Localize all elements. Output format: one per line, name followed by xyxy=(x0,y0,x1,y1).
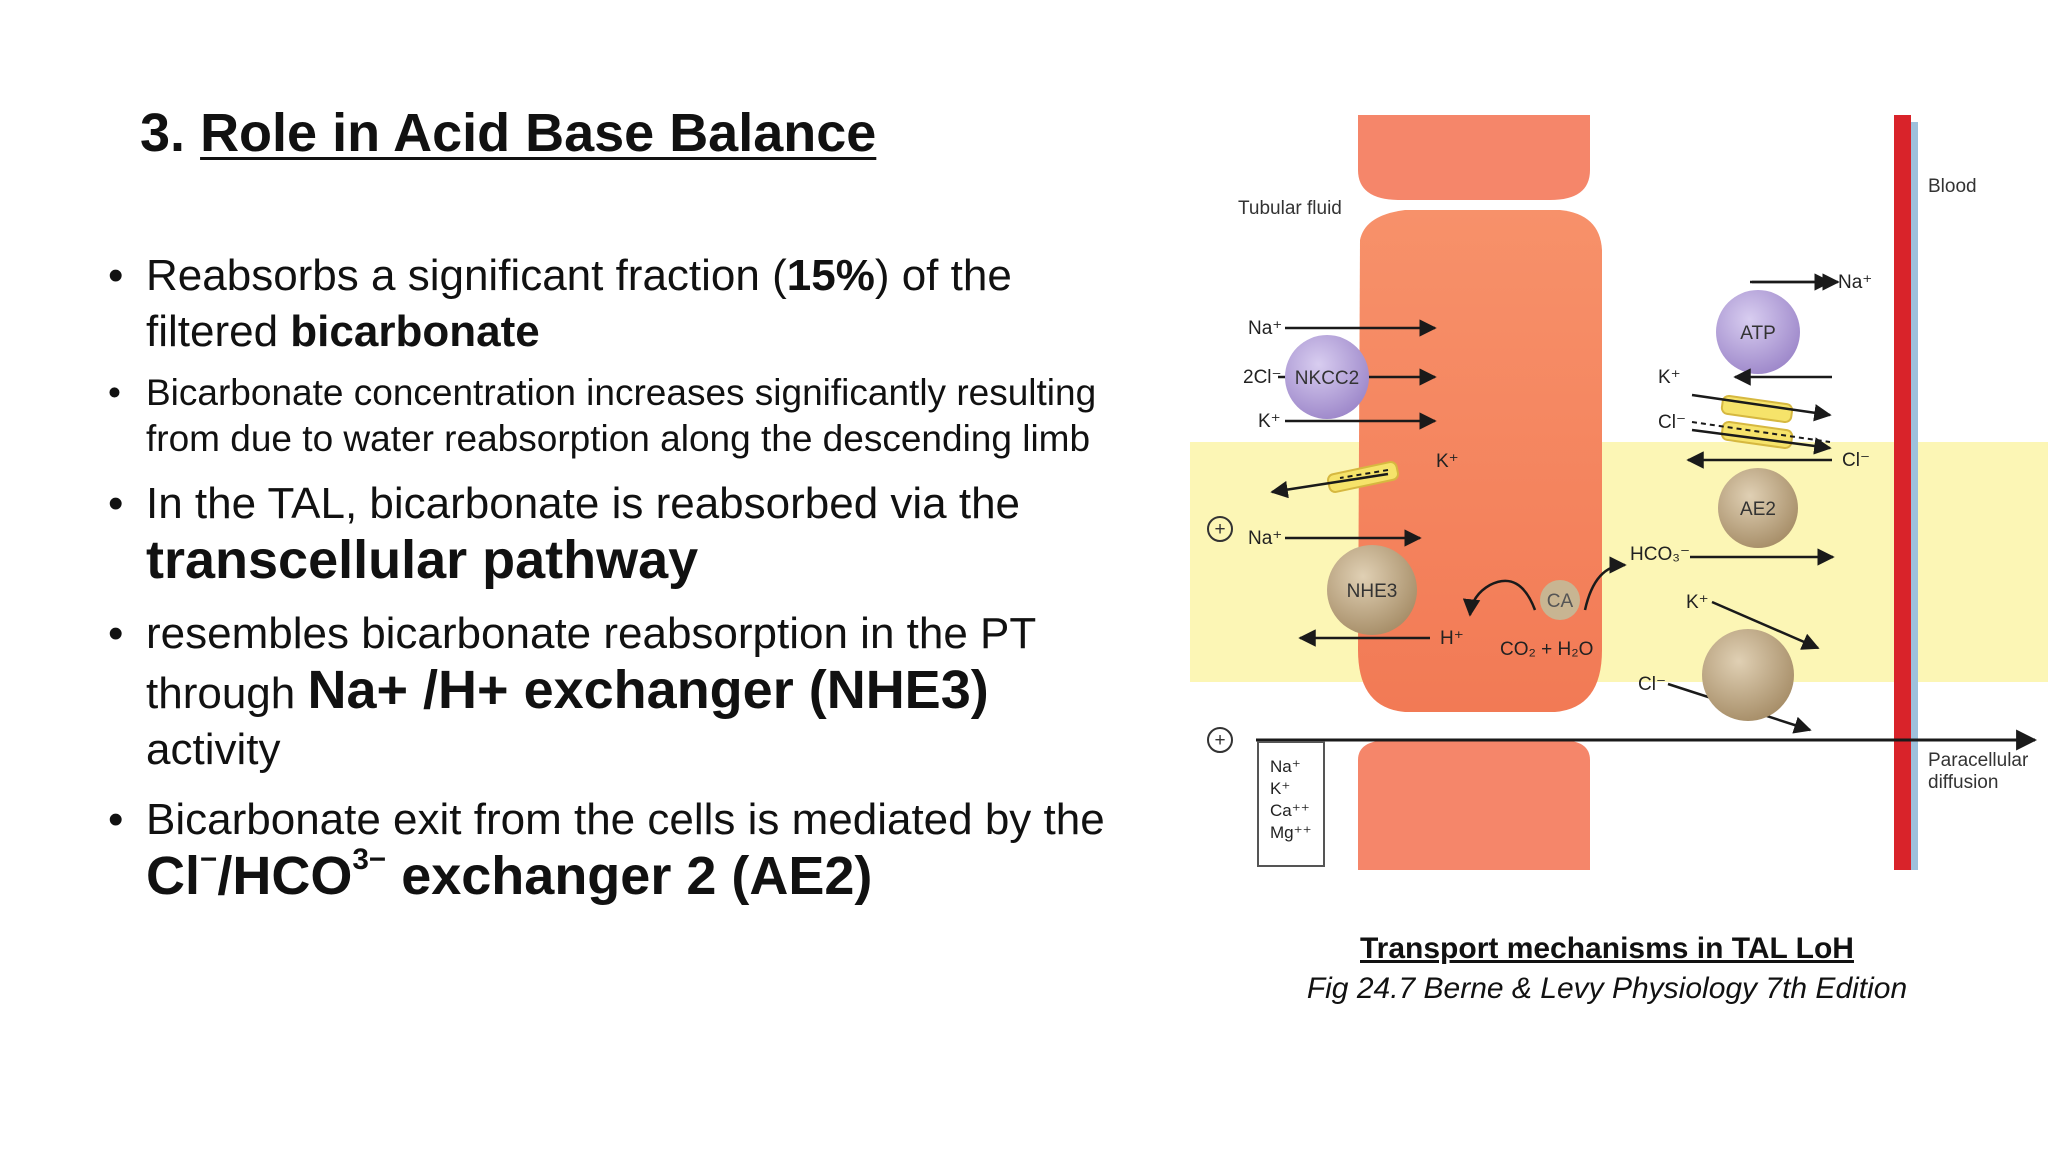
atp-label: ATP xyxy=(1740,323,1776,344)
bullet-item: • In the TAL, bicarbonate is reabsorbed … xyxy=(108,476,1118,592)
blood-vessel-edge xyxy=(1911,122,1918,870)
na-label-atp: Na⁺ xyxy=(1838,272,1872,293)
k-label-romk: K⁺ xyxy=(1436,451,1459,472)
co2-h2o-label: CO₂ + H₂O xyxy=(1500,639,1593,660)
para-ion-na: Na⁺ xyxy=(1270,757,1301,776)
paracellular-label-2: diffusion xyxy=(1928,772,1998,793)
hco3-label: HCO₃⁻ xyxy=(1630,544,1690,565)
bullet-dot-icon: • xyxy=(108,795,124,844)
bullet-item: • Reabsorbs a significant fraction (15%)… xyxy=(108,248,1118,360)
title-number: 3. xyxy=(140,103,186,163)
ca-label: CA xyxy=(1547,591,1574,612)
blood-vessel-wall xyxy=(1894,115,1911,870)
blood-label: Blood xyxy=(1928,176,1977,197)
para-ion-k: K⁺ xyxy=(1270,779,1290,798)
k-label-atp: K⁺ xyxy=(1658,367,1681,388)
plus-circle-icon xyxy=(1207,516,1233,542)
k-label-kcc: K⁺ xyxy=(1686,592,1709,613)
title-text: Role in Acid Base Balance xyxy=(200,103,877,163)
2cl-label: 2Cl⁻ xyxy=(1243,367,1282,388)
paracellular-label-1: Paracellular xyxy=(1928,750,2029,771)
kcc-cotransporter xyxy=(1702,629,1794,721)
bullet-list: • Reabsorbs a significant fraction (15%)… xyxy=(108,248,1118,908)
bullet-dot-icon: • xyxy=(108,609,124,658)
nkcc2-transporter xyxy=(1285,335,1369,419)
plus-circle-icon xyxy=(1207,727,1233,753)
paracellular-ions-box xyxy=(1257,741,1325,867)
figure-caption-source: Fig 24.7 Berne & Levy Physiology 7th Edi… xyxy=(1306,972,1908,1005)
cl-label-ae2: Cl⁻ xyxy=(1842,450,1870,471)
bullet-dot-icon: • xyxy=(108,372,121,413)
plus-sign-1: + xyxy=(1214,519,1225,540)
nhe3-exchanger xyxy=(1327,545,1417,635)
h-production-arrow xyxy=(1462,579,1537,617)
bullet-dot-icon: • xyxy=(108,479,124,528)
nhe3-label: NHE3 xyxy=(1347,581,1398,602)
ae2-label: AE2 xyxy=(1740,499,1776,520)
bullet-item: • Bicarbonate concentration increases si… xyxy=(108,372,1097,459)
slide-title: 3. Role in Acid Base Balance xyxy=(140,102,876,164)
para-ion-mg: Mg⁺⁺ xyxy=(1270,823,1312,842)
figure-caption-title: Transport mechanisms in TAL LoH xyxy=(1360,932,1854,965)
upper-cell-fragment xyxy=(1358,115,1590,200)
para-ion-ca: Ca⁺⁺ xyxy=(1270,801,1310,820)
carbonic-anhydrase xyxy=(1540,580,1580,620)
k-label-nkcc2: K⁺ xyxy=(1258,411,1281,432)
cl-label-kcc: Cl⁻ xyxy=(1638,674,1666,695)
yellow-band xyxy=(1190,442,2048,682)
hco3-production-arrow xyxy=(1583,556,1627,611)
h-label: H⁺ xyxy=(1440,628,1464,649)
na-k-atpase xyxy=(1716,290,1800,374)
na-label-nkcc2: Na⁺ xyxy=(1248,318,1282,339)
lower-cell-fragment xyxy=(1358,740,1590,870)
tal-cell xyxy=(1358,210,1602,712)
plus-sign-2: + xyxy=(1214,730,1225,751)
bullet-item: • resembles bicarbonate reabsorption in … xyxy=(108,606,1118,778)
tal-transport-diagram: Tubular fluid Blood Na⁺ 2Cl⁻ K⁺ NKCC2 Na… xyxy=(1190,115,2048,870)
na-label-nhe3: Na⁺ xyxy=(1248,528,1282,549)
bullet-dot-icon: • xyxy=(108,251,124,300)
cl-label-channel: Cl⁻ xyxy=(1658,412,1686,433)
bullet-item: • Bicarbonate exit from the cells is med… xyxy=(108,792,1118,908)
tubular-fluid-label: Tubular fluid xyxy=(1238,198,1342,219)
nkcc2-label: NKCC2 xyxy=(1295,368,1359,389)
ae2-exchanger xyxy=(1718,468,1798,548)
